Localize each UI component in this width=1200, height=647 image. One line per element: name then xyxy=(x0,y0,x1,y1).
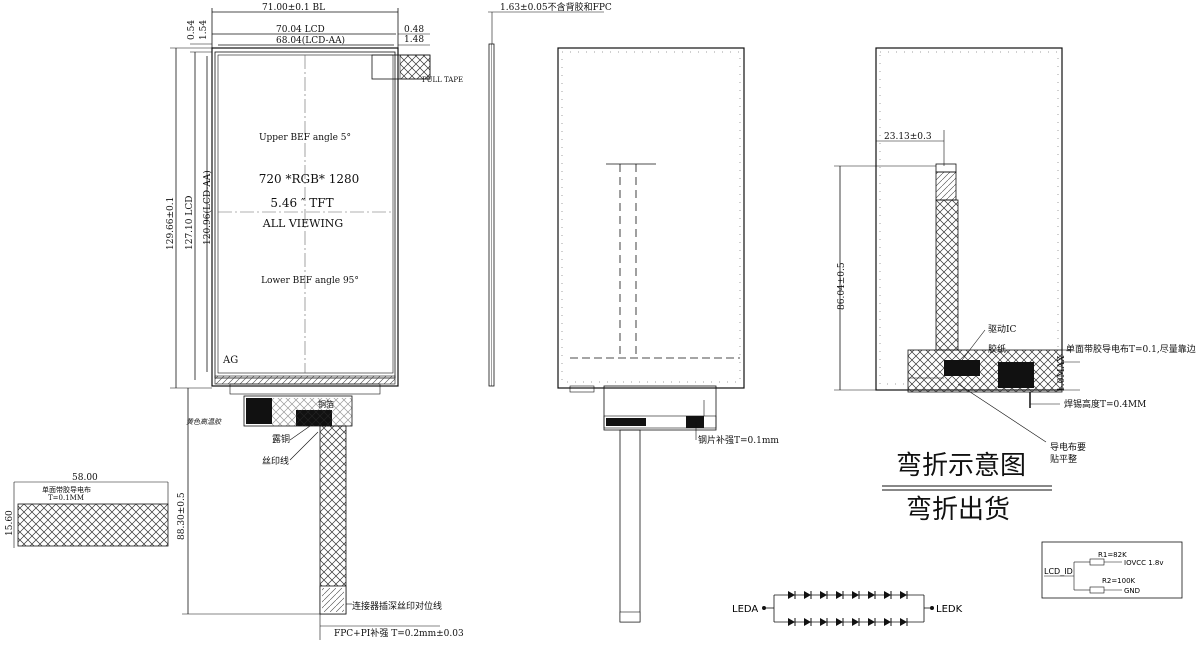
steel-stiffener-label: 钢片补强T=0.1mm xyxy=(698,434,779,446)
cloth-label-2: T=0.1MM xyxy=(48,494,84,502)
dim-fpc-length: 88.30±0.5 xyxy=(177,492,187,540)
yellow-tape-label: 黄色高温胶 xyxy=(186,418,222,426)
leda-label: LEDA xyxy=(732,604,758,615)
cloth-detail: 58.00 单面带胶导电布 T=0.1MM 15.60 xyxy=(5,473,169,548)
lcd-id-label: LCD_ID xyxy=(1044,567,1073,576)
led-diode-icon xyxy=(836,591,843,599)
led-diode-icon xyxy=(868,618,875,626)
led-diode-icon xyxy=(852,591,859,599)
led-diode-icon xyxy=(852,618,859,626)
led-circuit: LEDA LEDK xyxy=(732,591,963,626)
dim-054: 0.54 xyxy=(187,20,197,40)
fpc-stiffener-label: FPC+PI补强 T=0.2mm±0.03 xyxy=(334,627,464,639)
solder-height-label: 焊锡高度T=0.4MM xyxy=(1064,398,1146,410)
iovcc-label: IOVCC 1.8v xyxy=(1124,559,1164,567)
silkscreen-label: 丝印线 xyxy=(262,455,289,467)
led-diode-icon xyxy=(884,618,891,626)
gnd-label: GND xyxy=(1124,587,1140,595)
cloth-width-dim: 58.00 xyxy=(72,473,98,483)
led-diode-icon xyxy=(900,591,907,599)
dim-lcd-width: 70.04 LCD xyxy=(276,25,325,35)
dim-total-height: 129.66±0.1 xyxy=(166,197,176,250)
connector-label: 连接器插深丝印对位线 xyxy=(352,600,442,612)
conductive-note-2: 贴平整 xyxy=(1050,453,1077,465)
front-view: 71.00±0.1 BL 70.04 LCD 68.04(LCD-AA) 0.4… xyxy=(166,3,464,640)
all-viewing-text: ALL VIEWING xyxy=(262,217,343,230)
size-tft-text: 5.46 ″ TFT xyxy=(270,196,333,210)
cover-label: 铜箔 xyxy=(318,399,334,409)
ledk-label: LEDK xyxy=(936,604,963,615)
led-diode-icon xyxy=(836,618,843,626)
dim-lcd-aa-width: 68.04(LCD-AA) xyxy=(276,35,345,46)
lower-bef-text: Lower BEF angle 95° xyxy=(261,276,359,286)
led-diode-icon xyxy=(788,591,795,599)
upper-bef-text: Upper BEF angle 5° xyxy=(259,133,351,143)
conductive-note-1: 导电布要 xyxy=(1050,441,1086,453)
dim-bend-height: 86.04±0.5 xyxy=(837,262,847,310)
dim-thickness: 1.63±0.05不含背胶和FPC xyxy=(500,1,612,13)
conductive-cloth-label: 单面带胶导电布T=0.1,尽量靠边 xyxy=(1066,343,1196,355)
led-diode-icon xyxy=(900,618,907,626)
back-view: 钢片补强T=0.1mm xyxy=(557,47,779,623)
led-diode-icon xyxy=(868,591,875,599)
bend-view: 23.13±0.3 驱动IC 胶纸 单面带胶导电布T=0.1,尽量靠边 86.0… xyxy=(834,47,1196,525)
led-diode-icon xyxy=(804,618,811,626)
dim-bend-offset: 23.13±0.3 xyxy=(884,132,932,142)
r2-label: R2=100K xyxy=(1102,577,1136,585)
r1-label: R1=82K xyxy=(1098,551,1127,559)
tape-label: 胶纸 xyxy=(988,343,1006,355)
led-diode-icon xyxy=(804,591,811,599)
dim-lcd-aa-height: 120.96(LCD-AA) xyxy=(202,170,213,245)
resolution-text: 720 *RGB* 1280 xyxy=(259,172,360,186)
led-diode-icon xyxy=(820,591,827,599)
led-diode-icon xyxy=(884,591,891,599)
led-diode-icon xyxy=(788,618,795,626)
cloth-height-dim: 15.60 xyxy=(5,510,15,536)
ag-label: AG xyxy=(222,355,238,366)
side-view: 1.63±0.05不含背胶和FPC xyxy=(488,1,612,387)
bend-diagram-title: 弯折示意图 xyxy=(896,451,1026,481)
resistor-circuit: LCD_ID R1=82K IOVCC 1.8v R2=100K GND xyxy=(1041,541,1183,599)
exposed-copper-label: 露铜 xyxy=(272,433,290,445)
dim-154: 1.54 xyxy=(199,20,209,40)
dim-048: 0.48 xyxy=(404,25,424,35)
led-diode-icon xyxy=(820,618,827,626)
dim-148: 1.48 xyxy=(404,35,424,45)
dim-bl: 71.00±0.1 BL xyxy=(262,3,325,13)
cloth-label-1: 单面带胶导电布 xyxy=(42,485,91,494)
bend-shipment-title: 弯折出货 xyxy=(906,495,1010,525)
dim-lcd-height: 127.10 LCD xyxy=(185,196,195,250)
driver-ic-label: 驱动IC xyxy=(988,324,1017,335)
pull-tape-label: PULL TAPE xyxy=(422,76,463,84)
dim-max: 1.0MAX xyxy=(1057,355,1067,392)
